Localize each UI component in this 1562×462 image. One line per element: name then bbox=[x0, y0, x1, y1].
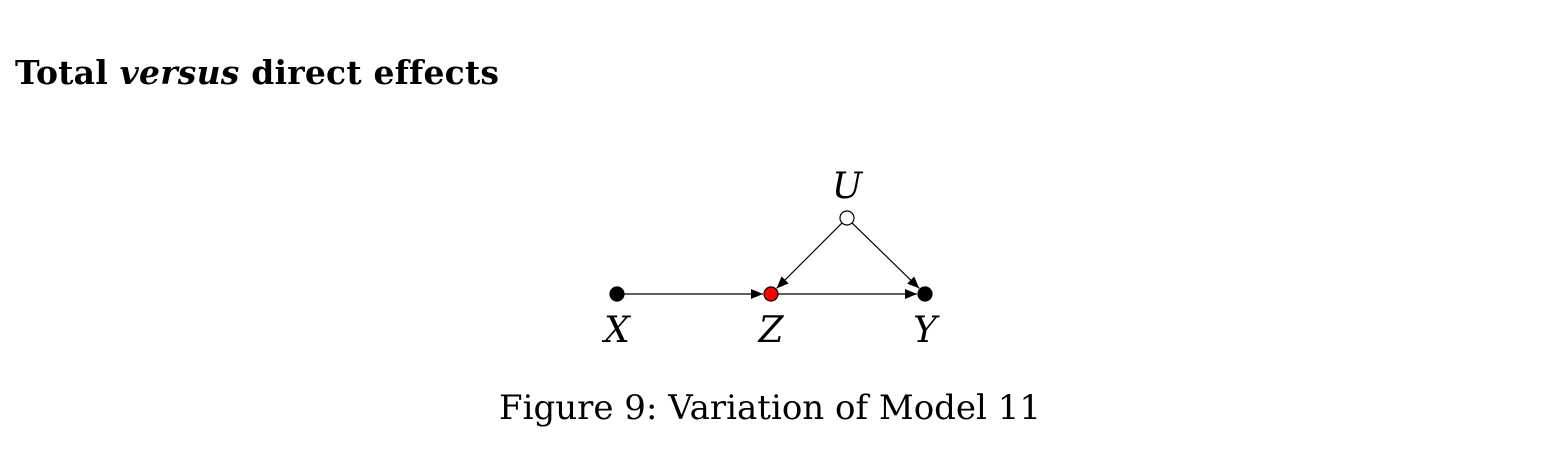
node-label-z: Z bbox=[757, 310, 784, 351]
labels-layer: X Z Y U bbox=[601, 166, 940, 351]
heading-text-total: Total bbox=[15, 53, 120, 92]
node-u bbox=[839, 210, 855, 226]
figure-caption: Figure 9: Variation of Model 11 bbox=[499, 388, 1041, 428]
node-x bbox=[609, 286, 625, 302]
heading-text-direct-effects: direct effects bbox=[239, 53, 500, 92]
node-label-x: X bbox=[601, 310, 631, 351]
edges-layer bbox=[624, 222, 920, 299]
section-heading: Total versus direct effects bbox=[15, 52, 499, 94]
node-label-u: U bbox=[832, 166, 864, 207]
causal-diagram: X Z Y U bbox=[601, 166, 940, 351]
heading-emphasis-versus: versus bbox=[119, 53, 240, 92]
node-z bbox=[763, 286, 779, 302]
node-y bbox=[917, 286, 933, 302]
nodes-layer bbox=[609, 210, 933, 302]
edge-u-to-y bbox=[851, 222, 920, 289]
node-label-y: Y bbox=[913, 310, 940, 351]
edge-u-to-z bbox=[776, 222, 843, 289]
